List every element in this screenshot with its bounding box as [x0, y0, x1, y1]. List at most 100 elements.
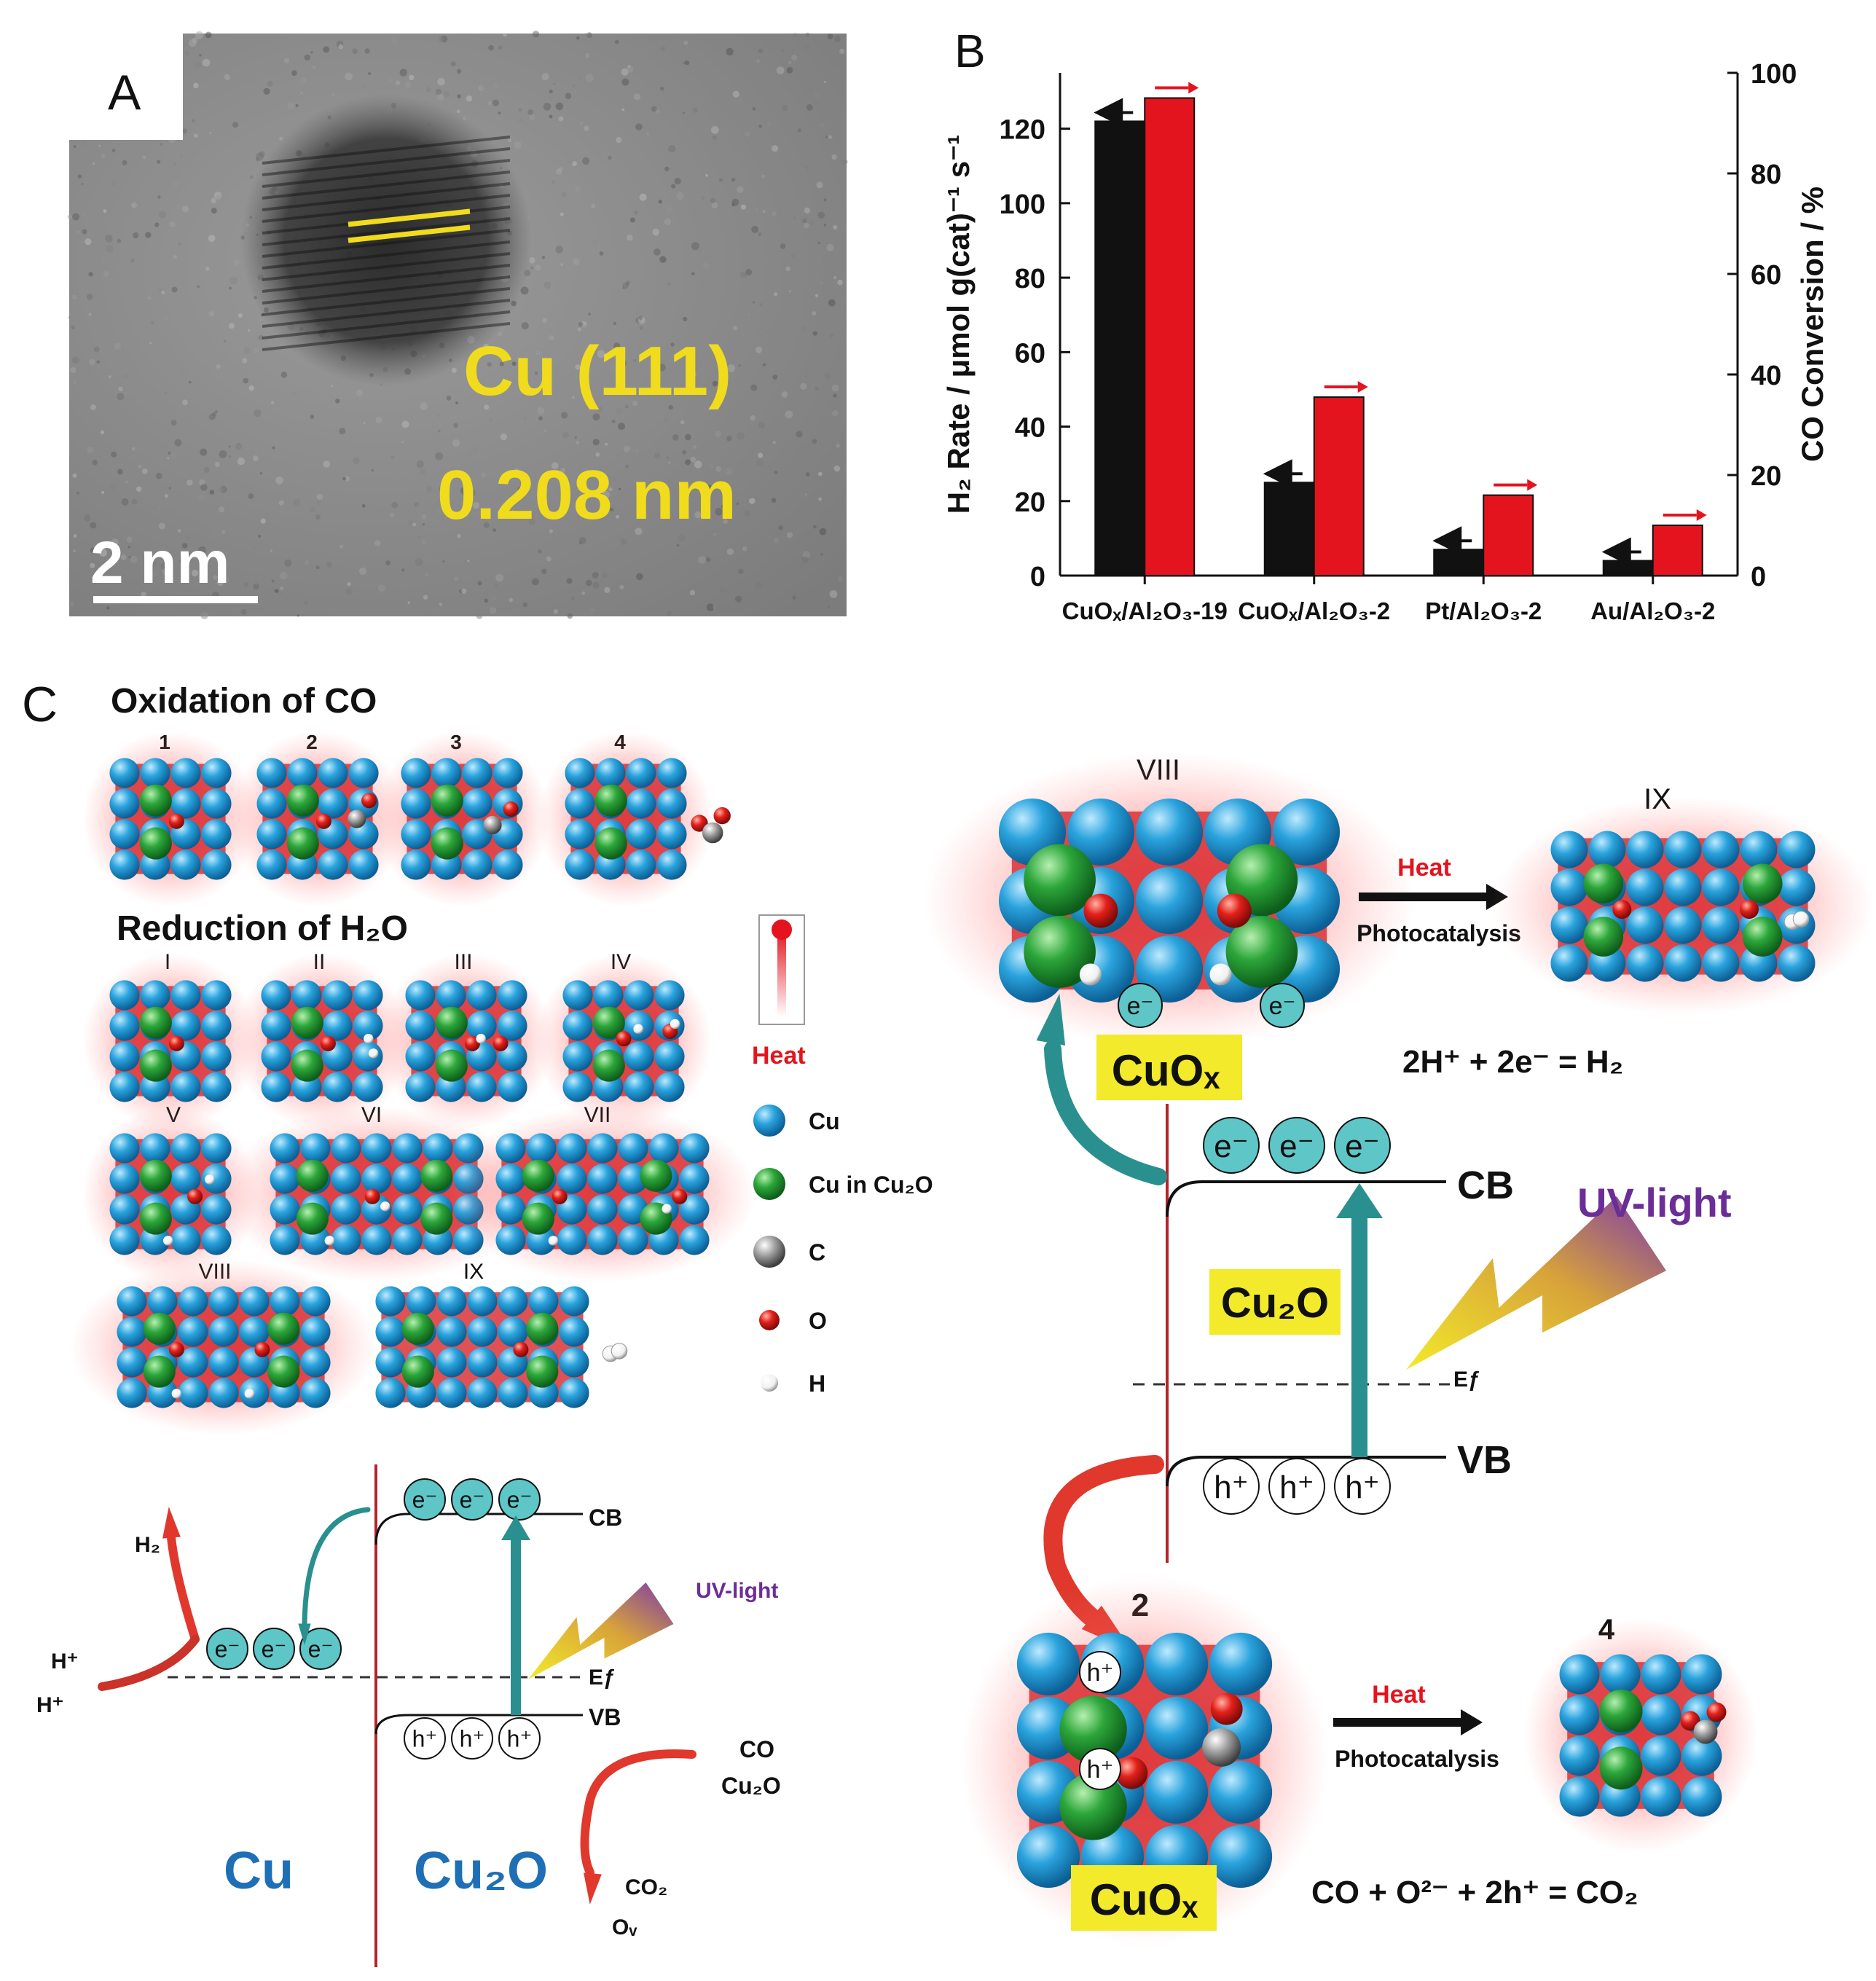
noise-speck: [833, 393, 837, 398]
noise-speck: [106, 320, 110, 323]
noise-speck: [672, 434, 679, 441]
noise-speck: [755, 346, 763, 353]
noise-speck: [216, 578, 224, 587]
noise-speck: [573, 258, 580, 265]
noise-speck: [173, 162, 177, 166]
noise-speck: [338, 44, 343, 50]
noise-speck: [752, 301, 755, 304]
noise-speck: [304, 54, 310, 61]
noise-speck: [659, 364, 666, 372]
noise-speck: [86, 232, 91, 237]
noise-speck: [316, 493, 323, 501]
y2-tick-label: 20: [1751, 461, 1781, 492]
noise-speck: [130, 258, 135, 263]
noise-speck: [442, 90, 450, 98]
cu-atom: [1550, 944, 1588, 982]
cu-atom: [1681, 1654, 1722, 1695]
cu-atom: [1702, 944, 1740, 982]
noise-speck: [103, 270, 109, 277]
panel-a-label-box: [69, 34, 183, 140]
noise-speck: [758, 452, 764, 458]
fringe-line: [262, 170, 511, 200]
noise-speck: [701, 196, 705, 200]
noise-speck: [149, 342, 152, 345]
arrow-right-head: [1696, 509, 1707, 521]
cu2o-atom: [139, 784, 172, 817]
noise-speck: [200, 448, 208, 456]
noise-speck: [511, 361, 517, 366]
legend-swatch: [761, 1374, 778, 1392]
cu-atom: [1016, 1824, 1080, 1888]
o-atom: [1706, 1702, 1727, 1722]
cu-atom: [270, 1164, 300, 1194]
noise-speck: [84, 514, 91, 522]
cu-atom: [201, 1011, 232, 1041]
noise-speck: [719, 178, 723, 182]
cu-atom: [401, 819, 431, 850]
cu-atom: [348, 850, 379, 880]
noise-speck: [489, 417, 493, 422]
noise-speck: [818, 497, 823, 501]
cu-atom: [1209, 1760, 1273, 1824]
cu-atom: [654, 980, 685, 1011]
noise-speck: [664, 166, 670, 172]
noise-speck: [694, 460, 702, 468]
cu-atom: [405, 1041, 436, 1072]
noise-speck: [691, 272, 695, 276]
noise-speck: [293, 498, 301, 506]
noise-speck: [747, 313, 750, 317]
noise-speck: [654, 452, 661, 459]
noise-speck: [300, 91, 303, 95]
cu-atom: [618, 1133, 648, 1164]
cu-atom: [208, 1378, 239, 1408]
y2-tick-label: 40: [1751, 361, 1781, 391]
cu-atom: [117, 1286, 147, 1317]
noise-speck: [390, 36, 399, 44]
cu2o-atom: [420, 1159, 453, 1192]
noise-speck: [689, 370, 696, 378]
noise-speck: [71, 325, 75, 329]
cluster-step-2: [229, 731, 406, 907]
noise-speck: [837, 576, 844, 582]
o-atom: [713, 807, 731, 825]
cu-atom: [117, 1347, 147, 1378]
noise-speck: [93, 346, 100, 353]
noise-speck: [101, 490, 105, 494]
noise-speck: [189, 380, 192, 384]
noise-speck: [179, 559, 184, 563]
h-atom: [364, 1033, 374, 1044]
noise-speck: [315, 499, 322, 505]
cu-atom: [109, 850, 140, 880]
noise-speck: [817, 211, 825, 219]
noise-speck: [561, 192, 567, 197]
noise-speck: [304, 560, 309, 565]
noise-speck: [310, 51, 313, 54]
cu-atom: [300, 1133, 331, 1164]
noise-speck: [723, 519, 729, 525]
electron-bubble: [498, 1478, 541, 1521]
cu-big-label: Cu: [224, 1842, 294, 1900]
hole-bubble: [1079, 1748, 1121, 1790]
noise-speck: [552, 82, 556, 85]
o-atom: [1740, 900, 1759, 919]
y2-tick-label: 80: [1751, 160, 1781, 190]
cuox-label: CuOₓ: [1090, 1875, 1199, 1924]
fringe-line: [262, 275, 511, 305]
noise-speck: [705, 557, 711, 562]
cu2o-atom: [1024, 844, 1096, 917]
cu-atom: [1209, 1824, 1273, 1888]
cu-atom: [1664, 868, 1702, 906]
noise-speck: [238, 313, 243, 318]
noise-speck: [160, 143, 163, 146]
cu-atom: [1135, 866, 1204, 935]
noise-speck: [791, 54, 798, 61]
noise-speck: [211, 208, 217, 214]
noise-speck: [666, 456, 669, 459]
noise-speck: [200, 484, 208, 491]
noise-speck: [820, 122, 824, 127]
noise-speck: [86, 294, 93, 300]
noise-speck: [595, 503, 602, 511]
noise-speck: [793, 216, 796, 220]
cluster-step-iv: [535, 953, 712, 1129]
